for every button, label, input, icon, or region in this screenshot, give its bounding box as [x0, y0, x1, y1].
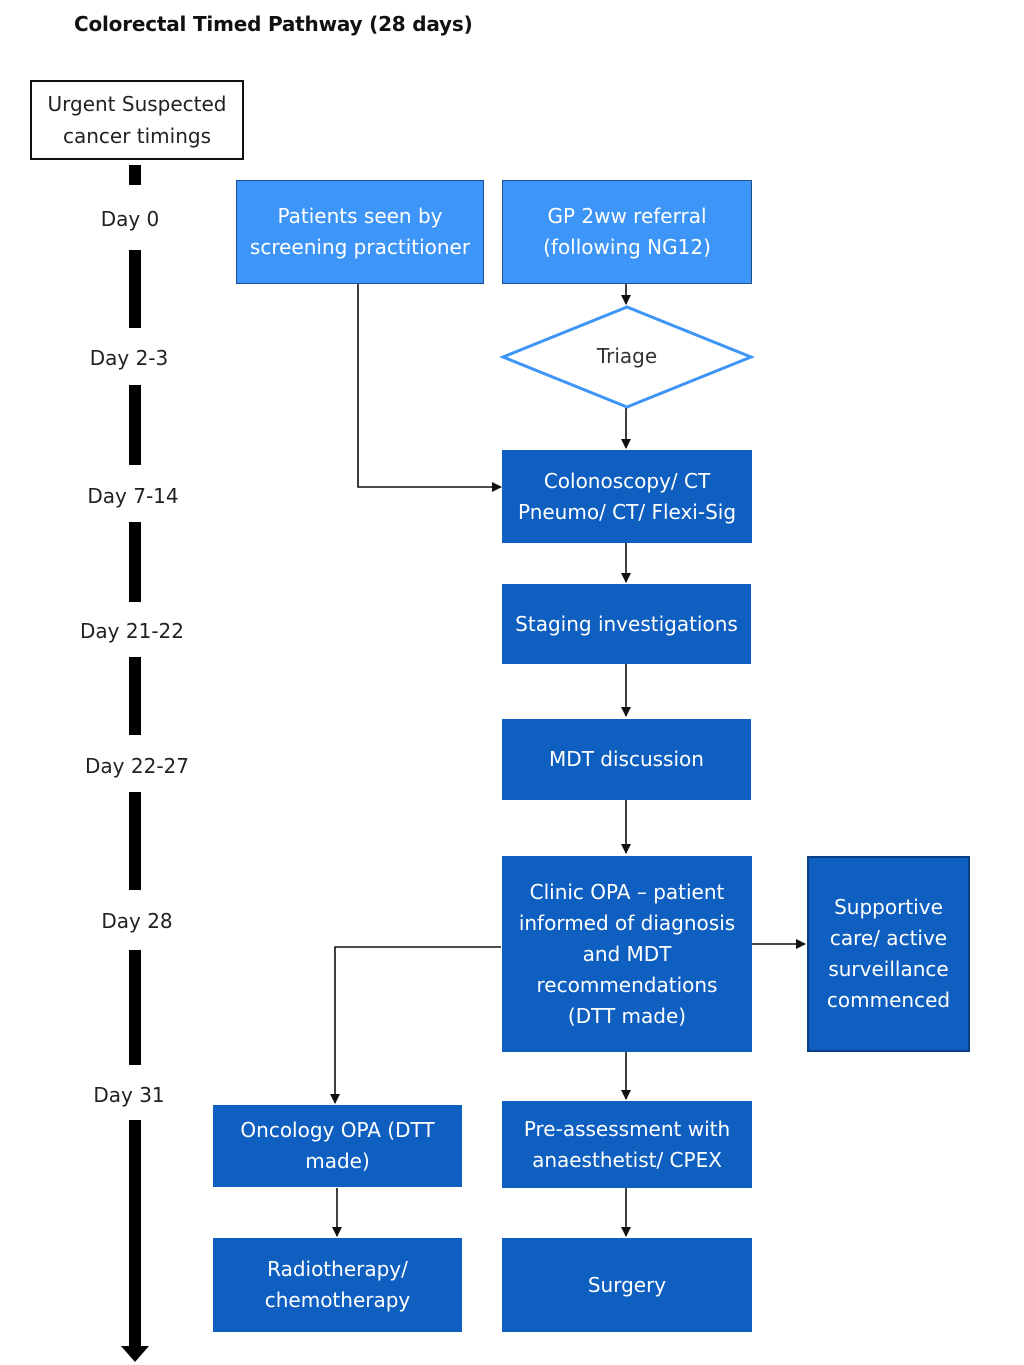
gp-referral-box: GP 2ww referral (following NG12)	[502, 180, 752, 284]
timeline-segment	[129, 657, 141, 735]
legend-line-1: Urgent Suspected	[47, 92, 227, 116]
pre-assessment-box: Pre-assessment with anaesthetist/ CPEX	[502, 1101, 752, 1188]
connector-screening-to-colonoscopy	[357, 284, 502, 492]
timeline-legend-box: Urgent Suspected cancer timings	[30, 80, 244, 160]
oncology-opa-box: Oncology OPA (DTT made)	[213, 1105, 462, 1187]
timeline-segment	[129, 522, 141, 602]
colonoscopy-box: Colonoscopy/ CT Pneumo/ CT/ Flexi-Sig	[502, 450, 752, 543]
supportive-care-text: Supportive care/ active surveillance com…	[826, 895, 951, 1012]
oncology-opa-text: Oncology OPA (DTT made)	[240, 1118, 435, 1173]
clinic-opa-box: Clinic OPA – patient informed of diagnos…	[502, 856, 752, 1052]
staging-investigations-text: Staging investigations	[515, 611, 738, 636]
timeline-segment	[129, 165, 141, 185]
gp-referral-text: GP 2ww referral (following NG12)	[543, 204, 711, 259]
day-label-7-14: Day 7-14	[87, 484, 179, 508]
timeline-segment	[129, 1120, 141, 1346]
legend-line-2: cancer timings	[62, 124, 212, 148]
colonoscopy-text: Colonoscopy/ CT Pneumo/ CT/ Flexi-Sig	[517, 468, 737, 524]
day-label-28: Day 28	[101, 909, 173, 933]
triage-label: Triage	[596, 344, 658, 368]
mdt-discussion-text: MDT discussion	[549, 747, 704, 771]
clinic-opa-text: Clinic OPA – patient informed of diagnos…	[518, 879, 736, 1028]
connector-clinic-to-oncology	[330, 946, 501, 1104]
supportive-care-box: Supportive care/ active surveillance com…	[807, 856, 970, 1052]
day-label-22-27: Day 22-27	[85, 754, 189, 778]
triage-diamond	[498, 305, 756, 409]
timeline-segment	[129, 792, 141, 890]
surgery-text: Surgery	[587, 1272, 667, 1297]
radiotherapy-text: Radiotherapy/ chemotherapy	[264, 1257, 411, 1312]
diagram-title: Colorectal Timed Pathway (28 days)	[74, 12, 473, 36]
day-label-2-3: Day 2-3	[89, 346, 169, 370]
timeline-arrowhead	[121, 1346, 149, 1362]
mdt-discussion-box: MDT discussion	[502, 719, 751, 800]
day-label-21-22: Day 21-22	[80, 619, 184, 643]
surgery-box: Surgery	[502, 1238, 752, 1332]
screening-practitioner-box: Patients seen by screening practitioner	[236, 180, 484, 284]
timeline-segment	[129, 250, 141, 328]
radiotherapy-box: Radiotherapy/ chemotherapy	[213, 1238, 462, 1332]
pre-assessment-text: Pre-assessment with anaesthetist/ CPEX	[523, 1116, 731, 1172]
day-label-31: Day 31	[93, 1083, 165, 1107]
timeline-segment	[129, 950, 141, 1065]
staging-investigations-box: Staging investigations	[502, 584, 751, 664]
day-label-0: Day 0	[100, 207, 160, 231]
screening-practitioner-text: Patients seen by screening practitioner	[249, 204, 471, 259]
timeline-segment	[129, 385, 141, 465]
